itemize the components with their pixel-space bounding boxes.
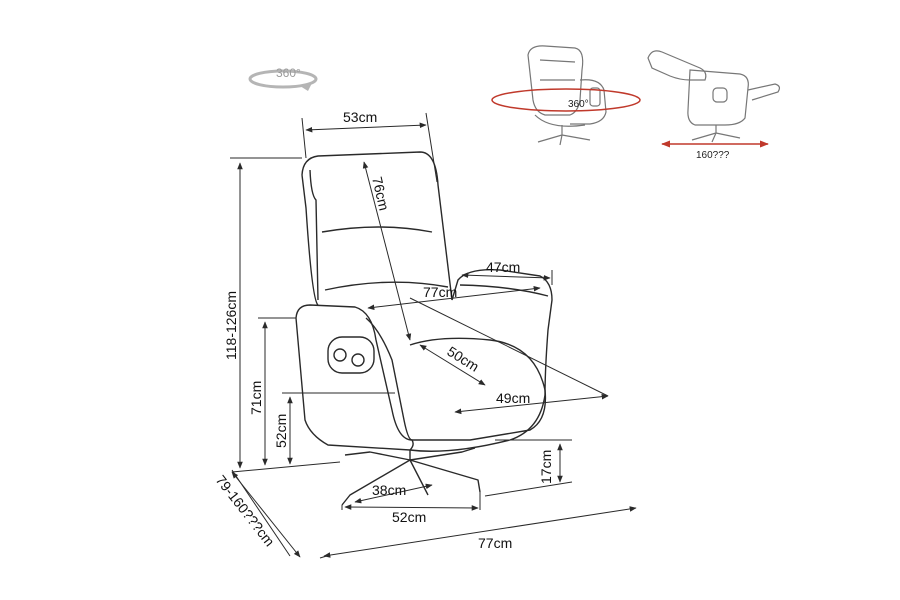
rotation-360-icon: 360° <box>248 66 318 91</box>
armrest-height-label: 71cm <box>248 381 264 415</box>
total-depth-dimension <box>231 471 301 558</box>
seat-height-label: 52cm <box>273 414 289 448</box>
logo-text: 360° <box>276 66 301 80</box>
backrest-width-dimension <box>305 122 427 133</box>
backrest-width-label: 53cm <box>343 109 377 125</box>
seat-width-label: 49cm <box>496 390 530 406</box>
recline-label: 160??? <box>696 150 730 161</box>
base-width-small-dimension <box>354 483 433 504</box>
total-depth-label: 79-160???cm <box>213 472 278 549</box>
recline-control-button <box>327 336 375 374</box>
base-height-label: 17cm <box>538 450 554 484</box>
seat-depth-dimension <box>419 344 486 386</box>
base-width-small-label: 38cm <box>372 482 406 498</box>
rotation-arrow <box>491 88 641 112</box>
armrest-depth-label: 47cm <box>486 259 520 275</box>
seat-depth-label: 50cm <box>444 343 482 375</box>
total-width-label: 77cm <box>478 535 512 551</box>
backrest-height-dimension <box>362 161 412 341</box>
base-width-dimension <box>344 504 479 511</box>
backrest-height-label: 76cm <box>369 175 392 212</box>
swivel-view-icon <box>491 45 641 146</box>
armrest-depth-dimension <box>461 272 551 281</box>
recline-view-icon <box>647 50 781 148</box>
inner-depth-dimension <box>367 285 541 311</box>
seat-width-dimension <box>454 393 609 415</box>
recliner-chair-drawing <box>295 151 553 506</box>
rotate-label: 360° <box>568 99 589 110</box>
base-width-label: 52cm <box>392 509 426 525</box>
total-width-dimension <box>323 506 637 558</box>
total-height-label: 118-126cm <box>223 291 239 360</box>
inner-depth-label: 77cm <box>423 284 457 300</box>
